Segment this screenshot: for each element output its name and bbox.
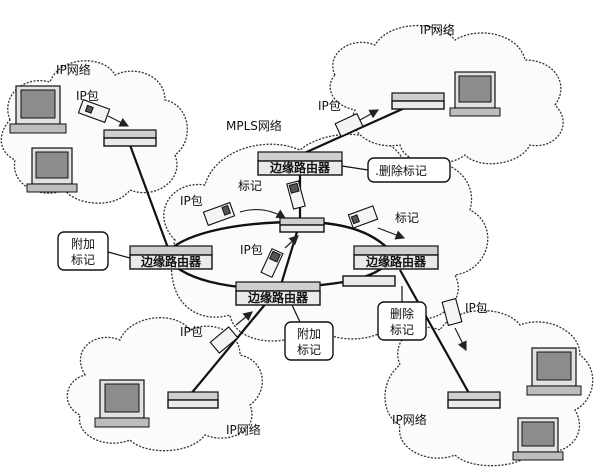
edge-router-bottom-label: 边缘路由器 xyxy=(247,290,309,305)
arrow-center-mid xyxy=(284,235,299,249)
link-center-bottom xyxy=(278,221,302,289)
arrow-center-left xyxy=(239,208,287,219)
pc-bottom-right-1-icon xyxy=(526,347,582,396)
callout-remove-mark-right-line1: 删除 xyxy=(390,306,414,321)
label-ip-packet-center-left: IP包 xyxy=(180,194,203,208)
pc-top-left-2-icon xyxy=(26,147,78,193)
pc-top-left-1-icon xyxy=(9,85,67,134)
label-ip-network-bottom-left: IP网络 xyxy=(226,422,261,437)
ip-packet-center-right-icon xyxy=(347,205,379,229)
link-bottomright-router xyxy=(399,269,471,396)
callout-add-mark-bottom-line1: 附加 xyxy=(297,327,321,341)
arrow-bottom-left xyxy=(235,311,253,326)
core-router-center-icon xyxy=(279,217,325,233)
arrow-top-left xyxy=(107,115,130,127)
label-ip-packet-top-left: IP包 xyxy=(76,89,99,103)
edge-router-right: 边缘路由器 xyxy=(353,245,439,270)
callout-remove-mark-top-text: .删除标记 xyxy=(375,163,427,178)
callout-add-mark-bottom-line2: 标记 xyxy=(297,343,321,357)
label-mark-center-right: 标记 xyxy=(395,211,419,225)
label-ip-packet-bottom-right: IP包 xyxy=(465,301,488,315)
label-mark-center-left: 标记 xyxy=(238,179,262,193)
arrow-bottom-right xyxy=(454,327,467,352)
link-leftpc-router xyxy=(128,144,170,249)
ip-packet-top-right-icon xyxy=(334,112,364,138)
pc-bottom-left-icon xyxy=(94,379,150,428)
arrow-center-right xyxy=(377,227,406,240)
edge-router-top-label: 边缘路由器 xyxy=(269,160,331,175)
callout-add-mark-left-line1: 附加 xyxy=(71,237,95,251)
hub-top-right-icon xyxy=(391,92,445,110)
cloud-top-right xyxy=(329,24,564,165)
edge-router-left-label: 边缘路由器 xyxy=(140,254,202,269)
link-bottomleft-router xyxy=(189,295,273,396)
edge-router-left: 边缘路由器 xyxy=(129,245,213,270)
edge-router-top: 边缘路由器 xyxy=(257,151,343,176)
arrow-top-right xyxy=(359,109,380,121)
ip-packet-bottom-right-icon xyxy=(441,297,463,327)
hub-bottom-right-icon xyxy=(447,391,501,409)
callout-remove-mark-right-line2: 标记 xyxy=(390,323,414,337)
label-ip-packet-top-right: IP包 xyxy=(318,99,341,113)
callout-remove-mark-right: 删除 标记 xyxy=(377,286,427,341)
hub-top-left-icon xyxy=(103,129,157,147)
label-ip-network-top-left: IP网络 xyxy=(56,62,91,77)
label-mpls-network: MPLS网络 xyxy=(226,118,282,133)
label-ip-packet-bottom-left: IP包 xyxy=(180,325,203,339)
ip-packet-center-left-icon xyxy=(202,201,236,227)
hub-bottom-left-icon xyxy=(167,391,219,409)
callout-add-mark-left: 附加 标记 xyxy=(57,231,131,271)
callout-add-mark-left-line2: 标记 xyxy=(71,253,95,267)
pc-bottom-right-2-icon xyxy=(512,417,564,461)
ip-packet-top-left-icon xyxy=(77,98,111,124)
pc-top-right-icon xyxy=(449,71,501,117)
label-ip-network-top-right: IP网络 xyxy=(420,22,455,37)
edge-router-bottom: 边缘路由器 xyxy=(235,281,321,306)
edge-router-right-base xyxy=(342,275,396,287)
callout-remove-mark-top: .删除标记 xyxy=(341,157,451,183)
label-ip-packet-center-mid: IP包 xyxy=(240,243,263,257)
label-ip-network-bottom-right: IP网络 xyxy=(392,412,427,427)
callout-add-mark-bottom: 附加 标记 xyxy=(284,304,334,361)
edge-router-right-label: 边缘路由器 xyxy=(365,254,427,269)
ip-packet-center-mid-icon xyxy=(260,247,284,279)
ip-packet-center-mark-icon xyxy=(286,180,306,210)
ip-packet-bottom-left-icon xyxy=(209,326,239,354)
